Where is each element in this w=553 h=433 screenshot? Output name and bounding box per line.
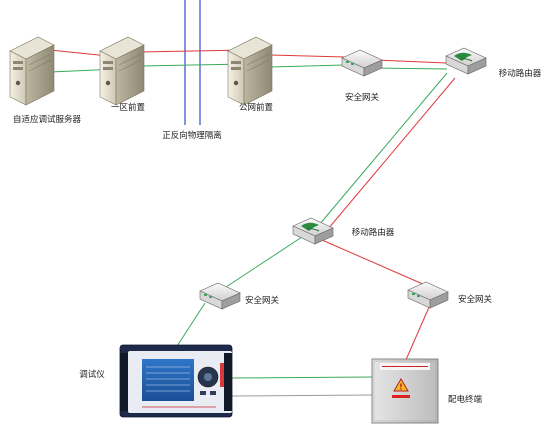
link-red (139, 49, 246, 53)
link-gray (229, 394, 373, 397)
link-red (375, 59, 448, 64)
tester-label: 调试仪 (79, 369, 105, 380)
distribution-terminal-icon: ! (371, 358, 439, 424)
isolation-label: 正反向物理隔离 (162, 130, 222, 141)
server-icon (99, 36, 145, 106)
server-icon (9, 36, 55, 106)
router-icon (445, 47, 487, 75)
server-debug-label: 自适应调试服务器 (13, 114, 82, 125)
terminal-label: 配电终端 (448, 394, 483, 405)
link-red (269, 54, 346, 58)
link-green (318, 72, 448, 226)
link-green (225, 234, 306, 288)
server-icon (227, 36, 273, 106)
link-red (327, 77, 456, 230)
gateway-left-label: 安全网关 (245, 295, 280, 306)
svg-text:!: ! (399, 383, 403, 392)
router-top-label: 移动路由器 (499, 68, 542, 79)
gateway-right-label: 安全网关 (458, 294, 493, 305)
gateway-icon (341, 49, 383, 77)
link-red (321, 239, 426, 286)
link-green (139, 63, 246, 67)
link-green (269, 64, 346, 68)
front-zone1-label: 一区前置 (111, 102, 146, 113)
link-green (229, 376, 373, 379)
gateway-top-label: 安全网关 (345, 92, 380, 103)
router-icon (292, 217, 334, 245)
link-green (375, 67, 448, 70)
router-mid-label: 移动路由器 (352, 227, 395, 238)
gateway-icon (407, 281, 449, 309)
link-red (404, 304, 431, 363)
front-public-label: 公网前置 (239, 102, 274, 113)
gateway-icon (199, 282, 241, 310)
tester-device-icon (119, 344, 233, 418)
